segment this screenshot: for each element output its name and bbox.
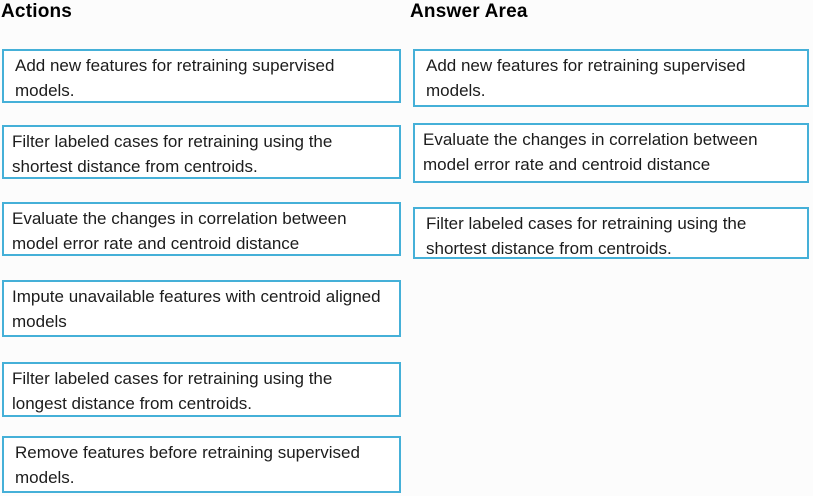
action-item-label: Remove features before retraining superv… bbox=[15, 443, 360, 487]
action-item-label: Filter labeled cases for retraining usin… bbox=[12, 369, 333, 413]
action-item-label: Add new features for retraining supervis… bbox=[15, 56, 335, 100]
action-item-label: Evaluate the changes in correlation betw… bbox=[12, 209, 347, 253]
action-item-add-new-features[interactable]: Add new features for retraining supervis… bbox=[2, 49, 401, 103]
answer-area-column-title: Answer Area bbox=[410, 1, 528, 22]
action-item-remove-features[interactable]: Remove features before retraining superv… bbox=[2, 436, 401, 493]
action-item-label: Filter labeled cases for retraining usin… bbox=[12, 132, 333, 176]
action-item-filter-shortest-distance[interactable]: Filter labeled cases for retraining usin… bbox=[2, 125, 401, 179]
answer-item-filter-shortest-distance[interactable]: Filter labeled cases for retraining usin… bbox=[413, 207, 809, 259]
answer-item-label: Add new features for retraining supervis… bbox=[426, 56, 746, 100]
answer-item-add-new-features[interactable]: Add new features for retraining supervis… bbox=[413, 49, 809, 107]
actions-column-title: Actions bbox=[1, 1, 73, 22]
action-item-evaluate-correlation[interactable]: Evaluate the changes in correlation betw… bbox=[2, 202, 401, 256]
answer-item-evaluate-correlation[interactable]: Evaluate the changes in correlation betw… bbox=[413, 123, 809, 183]
answer-item-label: Evaluate the changes in correlation betw… bbox=[423, 130, 758, 174]
answer-item-label: Filter labeled cases for retraining usin… bbox=[426, 214, 747, 258]
action-item-label: Impute unavailable features with centroi… bbox=[12, 287, 381, 331]
action-item-impute-unavailable-features[interactable]: Impute unavailable features with centroi… bbox=[2, 280, 401, 337]
action-item-filter-longest-distance[interactable]: Filter labeled cases for retraining usin… bbox=[2, 362, 401, 417]
